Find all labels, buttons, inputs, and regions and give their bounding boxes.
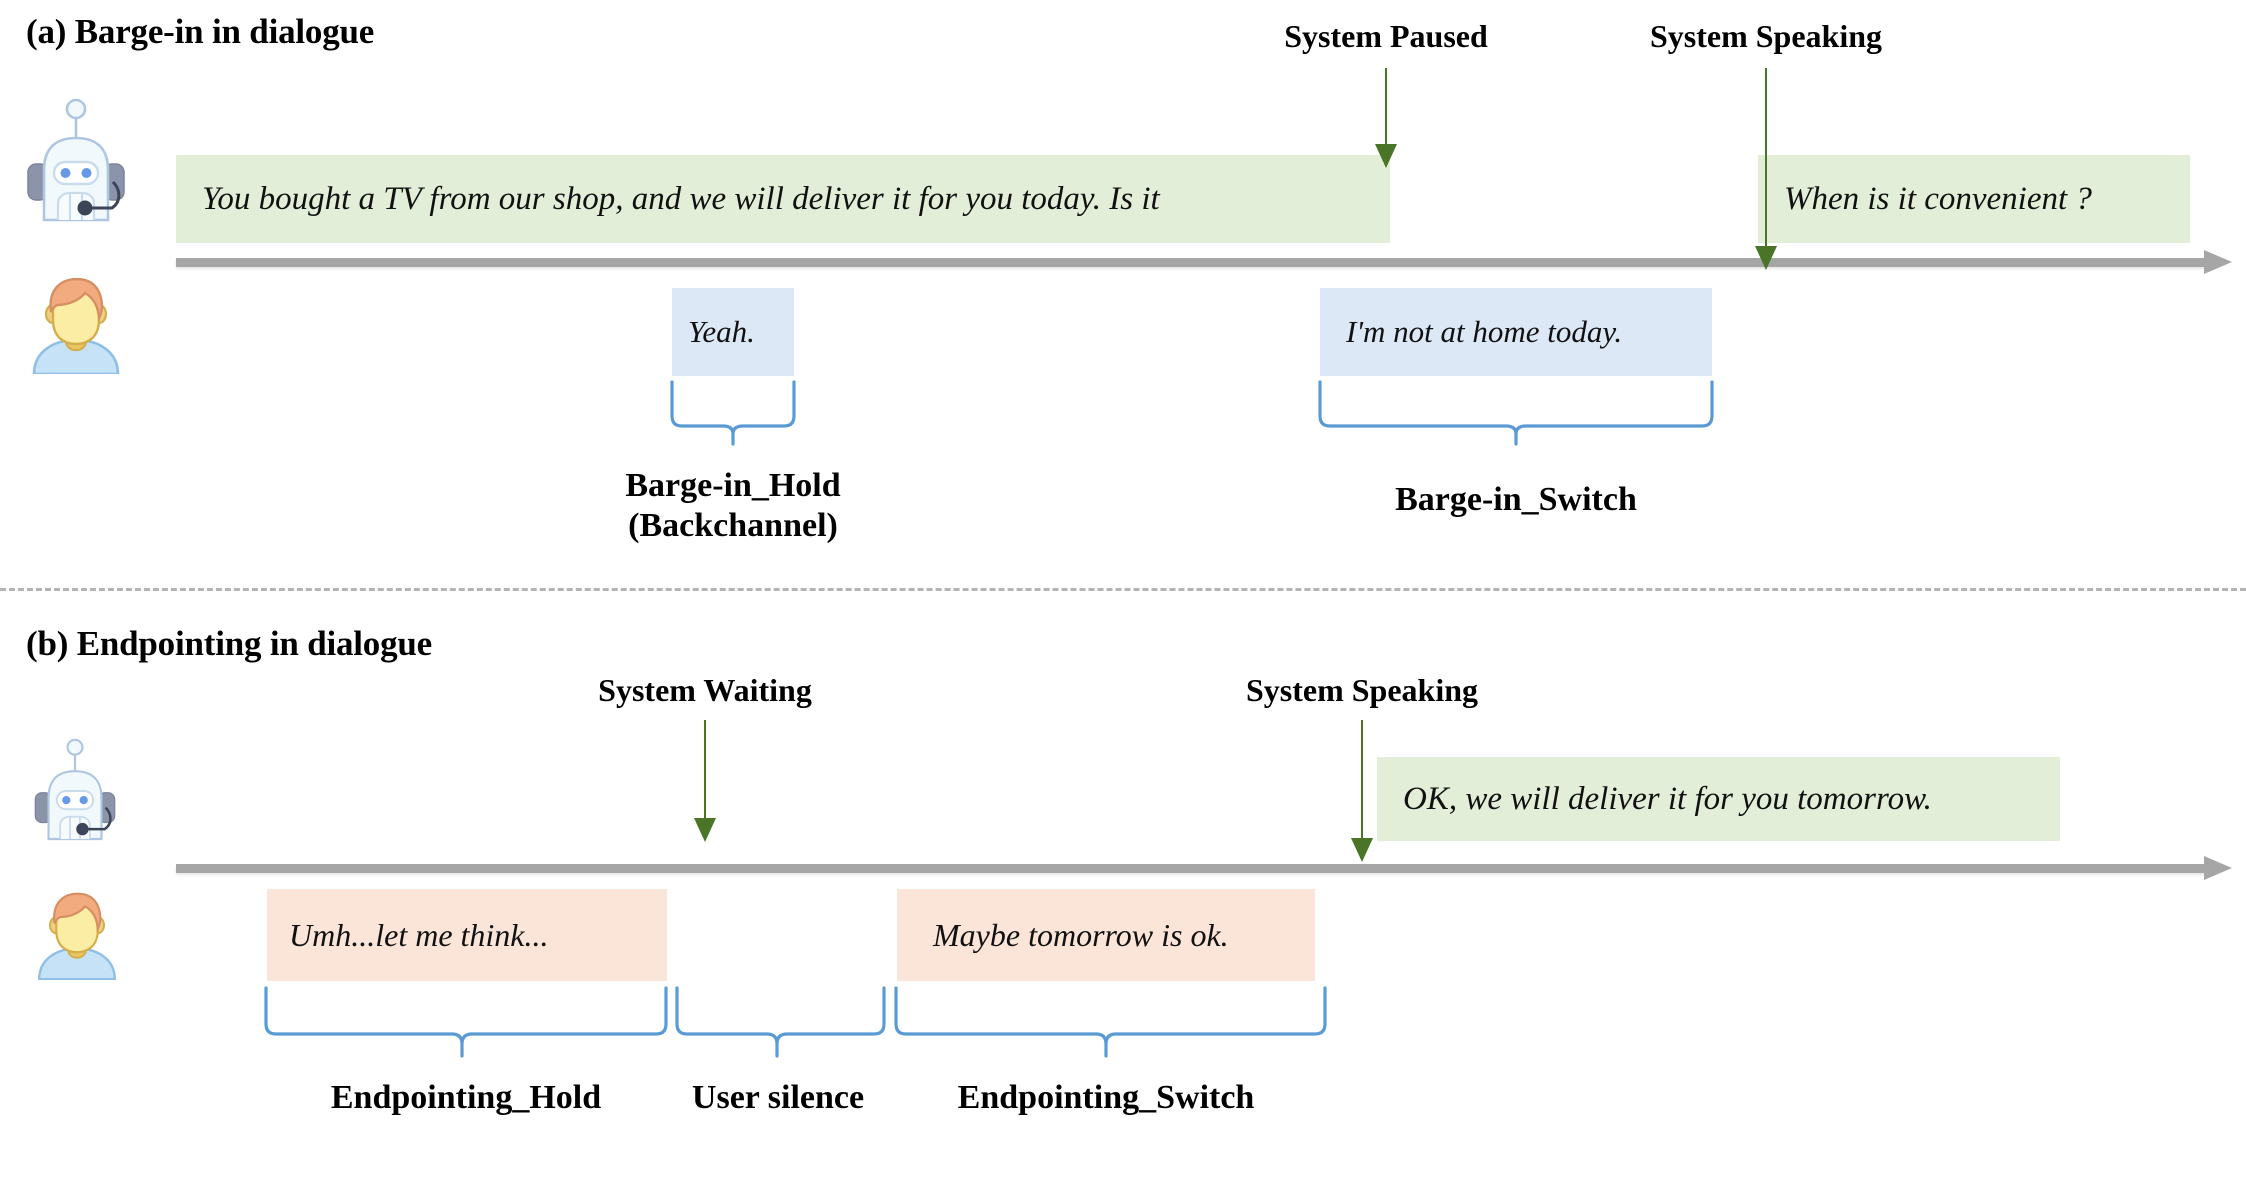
annotation-label: System Waiting <box>598 672 812 708</box>
user-utterance-bubble: Yeah. <box>672 288 794 376</box>
timeline-arrowhead <box>2204 250 2232 274</box>
timeline-bar <box>176 258 2206 267</box>
annotation-label: System Speaking <box>1245 672 1479 708</box>
annotation-label: System Paused <box>1284 18 1488 54</box>
timeline-axis-b <box>176 856 2232 880</box>
span-label-main: Barge-in_Hold <box>625 467 841 504</box>
span-brace <box>892 986 1329 1058</box>
user-utterance-bubble: Umh...let me think... <box>267 889 667 981</box>
annotation-system-speaking: System Speaking <box>1616 18 1916 270</box>
robot-avatar-icon <box>32 738 118 854</box>
arrow-down-icon <box>1755 246 1777 270</box>
span-label-main: Endpointing_Hold <box>330 1079 602 1116</box>
section-divider <box>0 588 2246 591</box>
user-avatar-icon <box>26 277 126 376</box>
annotation-system-speaking: System Speaking <box>1212 672 1512 862</box>
system-utterance-bubble: You bought a TV from our shop, and we wi… <box>176 155 1390 243</box>
arrow-down-icon <box>1351 838 1373 862</box>
arrow-shaft-icon <box>1385 68 1387 146</box>
system-utterance-bubble: OK, we will deliver it for you tomorrow. <box>1377 757 2060 841</box>
robot-avatar-icon <box>24 98 128 238</box>
arrow-shaft-icon <box>1765 68 1767 248</box>
span-brace <box>668 380 798 446</box>
annotation-label: System Speaking <box>1649 18 1883 54</box>
user-avatar-icon <box>32 892 122 981</box>
span-label-barge-in-hold: Barge-in_Hold (Backchannel) <box>625 466 840 546</box>
span-label-barge-in-switch: Barge-in_Switch <box>1395 480 1637 520</box>
timeline-axis-a <box>176 250 2232 274</box>
arrow-shaft-icon <box>1361 720 1363 840</box>
span-label-endpointing-switch: Endpointing_Switch <box>958 1078 1255 1118</box>
annotation-system-waiting: System Waiting <box>560 672 850 842</box>
span-label-sub: (Backchannel) <box>628 507 838 545</box>
arrow-down-icon <box>694 818 716 842</box>
panel-b-title: (b) Endpointing in dialogue <box>26 624 433 663</box>
span-brace <box>262 986 670 1058</box>
arrow-down-icon <box>1375 144 1397 168</box>
arrow-shaft-icon <box>704 720 706 820</box>
user-utterance-bubble: Maybe tomorrow is ok. <box>897 889 1315 981</box>
span-brace <box>1316 380 1716 446</box>
span-label-endpointing-hold: Endpointing_Hold <box>331 1078 601 1118</box>
span-label-main: Endpointing_Switch <box>957 1079 1255 1116</box>
timeline-arrowhead <box>2204 856 2232 880</box>
system-utterance-bubble: When is it convenient ? <box>1758 155 2190 243</box>
span-label-user-silence: User silence <box>692 1078 864 1118</box>
span-label-main: User silence <box>691 1079 865 1116</box>
user-utterance-bubble: I'm not at home today. <box>1320 288 1712 376</box>
annotation-system-paused: System Paused <box>1256 18 1516 168</box>
panel-a-title: (a) Barge-in in dialogue <box>26 12 375 51</box>
span-brace <box>673 986 888 1058</box>
timeline-bar <box>176 864 2206 873</box>
span-label-main: Barge-in_Switch <box>1395 481 1637 518</box>
